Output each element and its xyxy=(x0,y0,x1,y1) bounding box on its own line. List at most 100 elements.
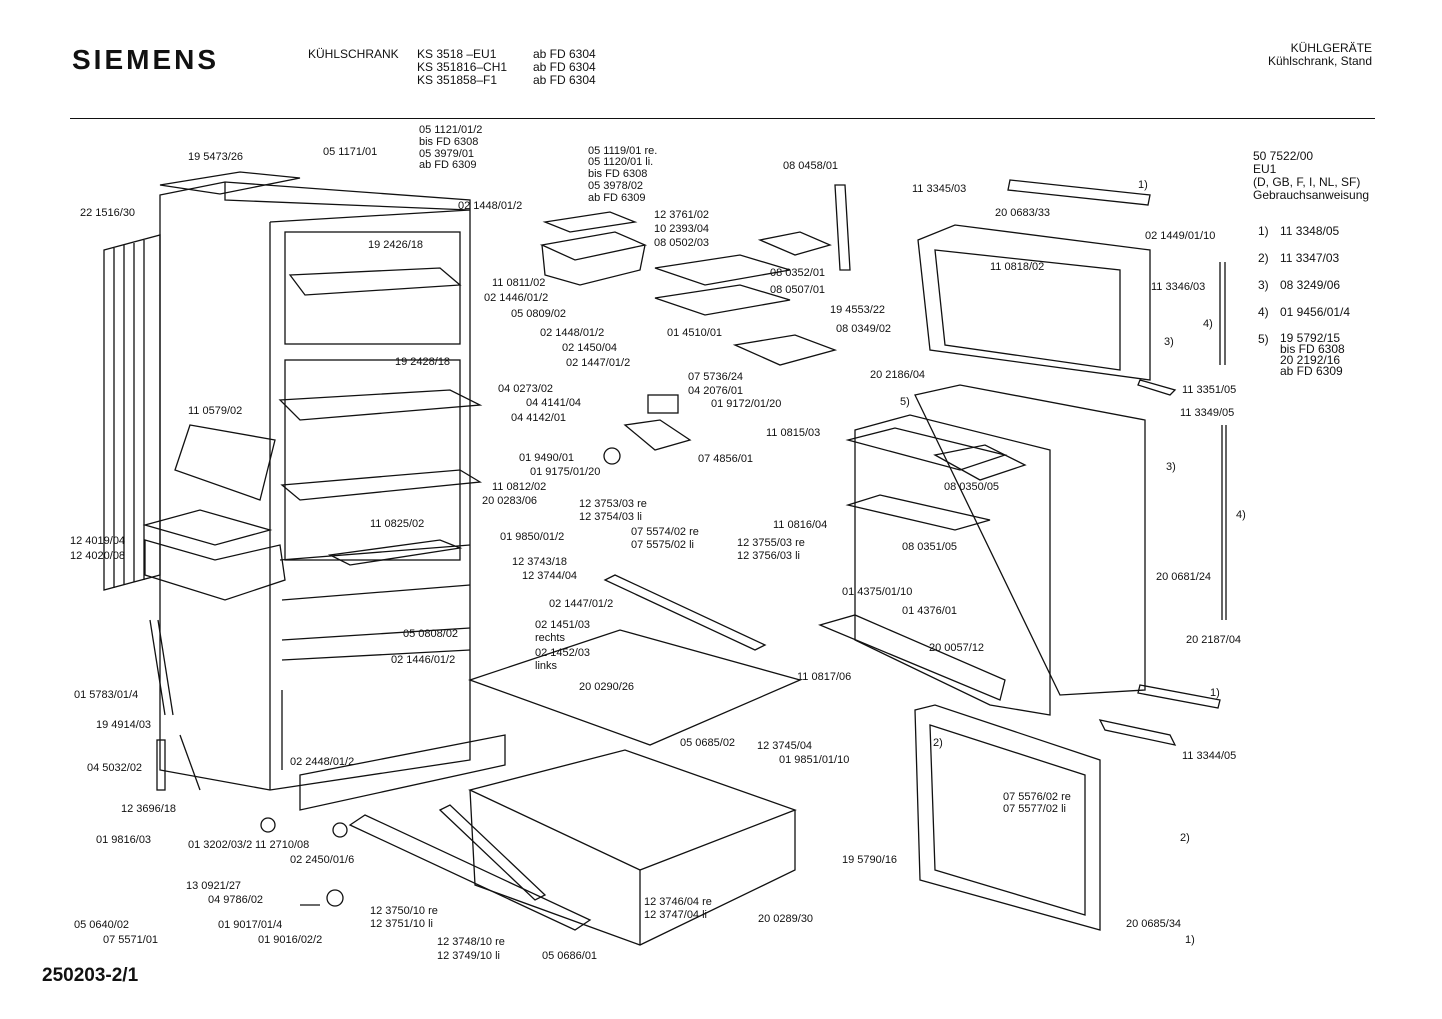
header-rule xyxy=(70,118,1375,119)
part-label: 05 0685/02 xyxy=(680,737,736,749)
part-label: 01 4510/01 xyxy=(667,327,723,339)
part-label: 12 3756/03 li xyxy=(737,550,800,562)
part-label: 12 4020/08 xyxy=(70,550,126,562)
part-label: 01 9172/01/20 xyxy=(711,398,782,410)
footnote-marker: 1) xyxy=(1185,934,1195,946)
part-label: 08 0352/01 xyxy=(770,267,826,279)
part-label: 12 3755/03 re xyxy=(737,537,805,549)
part-label: 11 0817/06 xyxy=(797,671,852,683)
legend-text: 08 3249/06 xyxy=(1280,278,1341,292)
hinges xyxy=(1007,179,1227,746)
part-label: 02 1452/03 xyxy=(535,647,591,659)
part-label: 02 1449/01/10 xyxy=(1145,230,1216,242)
footnote-marker: 5) xyxy=(900,396,910,408)
part-label: 12 3748/10 re xyxy=(437,936,505,948)
model-1-from: ab FD 6304 xyxy=(533,47,596,61)
legend-row: 3) 08 3249/06 xyxy=(1258,279,1350,292)
part-label: 05 1121/01/2 xyxy=(419,124,483,136)
part-label: bis FD 6308 xyxy=(419,136,479,148)
legend-text: 11 3347/03 xyxy=(1280,251,1340,265)
part-label: 12 3745/04 xyxy=(757,740,813,752)
part-label: 11 3344/05 xyxy=(1182,750,1237,762)
butter-dish xyxy=(757,231,832,256)
model-1: KS 3518 –EU1 xyxy=(417,47,497,61)
manual-variant: EU1 xyxy=(1253,162,1277,176)
part-label: 02 1450/04 xyxy=(562,342,618,354)
legend-text: 01 9456/01/4 xyxy=(1280,305,1351,319)
model-2: KS 351816–CH1 xyxy=(417,60,508,74)
footnote-marker: 4) xyxy=(1203,318,1213,330)
main-door xyxy=(818,384,1146,716)
crisper-door xyxy=(914,704,1101,931)
part-label: 11 0825/02 xyxy=(370,518,425,530)
crisper-drawer xyxy=(468,749,797,946)
part-label: 19 5473/26 xyxy=(188,151,244,163)
part-label: 02 2448/01/2 xyxy=(290,756,355,768)
part-label: 12 3746/04 re xyxy=(644,896,712,908)
egg-rack xyxy=(142,509,286,601)
part-label: 19 5790/16 xyxy=(842,854,898,866)
butter-compartment xyxy=(539,211,648,286)
part-label: 02 1446/01/2 xyxy=(484,292,549,304)
footnote-legend: 1)11 3348/05 2)11 3347/03 3)08 3249/06 4… xyxy=(1258,225,1350,391)
model-3-from: ab FD 6304 xyxy=(533,73,596,87)
part-label: 12 3696/18 xyxy=(121,803,177,815)
part-label: 11 3351/05 xyxy=(1182,384,1237,396)
scraper xyxy=(834,184,851,271)
part-label: 02 1451/03 xyxy=(535,619,591,631)
part-label: 11 2710/08 xyxy=(255,839,310,851)
part-label: 05 1120/01 li. xyxy=(588,156,654,168)
part-label: ab FD 6309 xyxy=(588,192,646,204)
part-label: 01 5783/01/4 xyxy=(74,689,139,701)
egg-tray xyxy=(654,254,791,316)
product-name: KÜHLSCHRANK xyxy=(308,47,399,61)
part-label: rechts xyxy=(535,632,565,644)
part-label: 08 0502/03 xyxy=(654,237,710,249)
part-label: 11 3349/05 xyxy=(1180,407,1235,419)
part-label: 07 5575/02 li xyxy=(631,539,694,551)
part-label: 04 4142/01 xyxy=(511,412,567,424)
part-label: 01 9816/03 xyxy=(96,834,152,846)
top-cover xyxy=(159,171,301,195)
legend-text: 11 3348/05 xyxy=(1280,224,1340,238)
part-label: 02 2450/01/6 xyxy=(290,854,355,866)
thermostat xyxy=(603,394,692,465)
part-label: 22 1516/30 xyxy=(80,207,136,219)
model-2-from: ab FD 6304 xyxy=(533,60,596,74)
drawer-rails xyxy=(348,574,767,931)
footnote-marker: 1) xyxy=(1138,179,1148,191)
part-label: 20 0283/06 xyxy=(482,495,538,507)
cabinet-outline xyxy=(159,181,471,791)
part-label: links xyxy=(535,660,558,672)
part-label: 12 3751/10 li xyxy=(370,918,433,930)
model-3: KS 351858–F1 xyxy=(417,73,498,87)
part-label: 20 0685/34 xyxy=(1126,918,1182,930)
category-title: KÜHLGERÄTE xyxy=(1290,41,1372,55)
footnote-marker: 3) xyxy=(1164,336,1174,348)
crisper-cover xyxy=(468,629,802,746)
part-label: 08 0350/05 xyxy=(944,481,1000,493)
shelf xyxy=(278,267,483,501)
part-label: 05 1171/01 xyxy=(323,146,378,158)
part-label: 12 3747/04 li xyxy=(644,909,707,921)
part-label: 01 9490/01 xyxy=(519,452,575,464)
legend-num: 2) xyxy=(1258,251,1269,265)
part-label: 07 4856/01 xyxy=(698,453,754,465)
part-label: 12 4019/04 xyxy=(70,535,126,547)
bottom-grille xyxy=(299,734,506,811)
part-label: 19 4553/22 xyxy=(830,304,886,316)
footnote-marker: 3) xyxy=(1166,461,1176,473)
category-subtitle: Kühlschrank, Stand xyxy=(1267,54,1372,68)
part-label: 05 0640/02 xyxy=(74,919,130,931)
part-label: 19 2426/18 xyxy=(368,239,424,251)
part-label: 08 0349/02 xyxy=(836,323,892,335)
manual-number: 50 7522/00 xyxy=(1253,149,1314,163)
part-label: 05 0686/01 xyxy=(542,950,598,962)
part-label: 01 4376/01 xyxy=(902,605,958,617)
legend-num: 3) xyxy=(1258,278,1269,292)
part-label: 07 5577/02 li xyxy=(1003,803,1066,815)
freezer-door xyxy=(917,224,1151,381)
part-label: 12 3749/10 li xyxy=(437,950,500,962)
footnote-marker: 1) xyxy=(1210,687,1220,699)
